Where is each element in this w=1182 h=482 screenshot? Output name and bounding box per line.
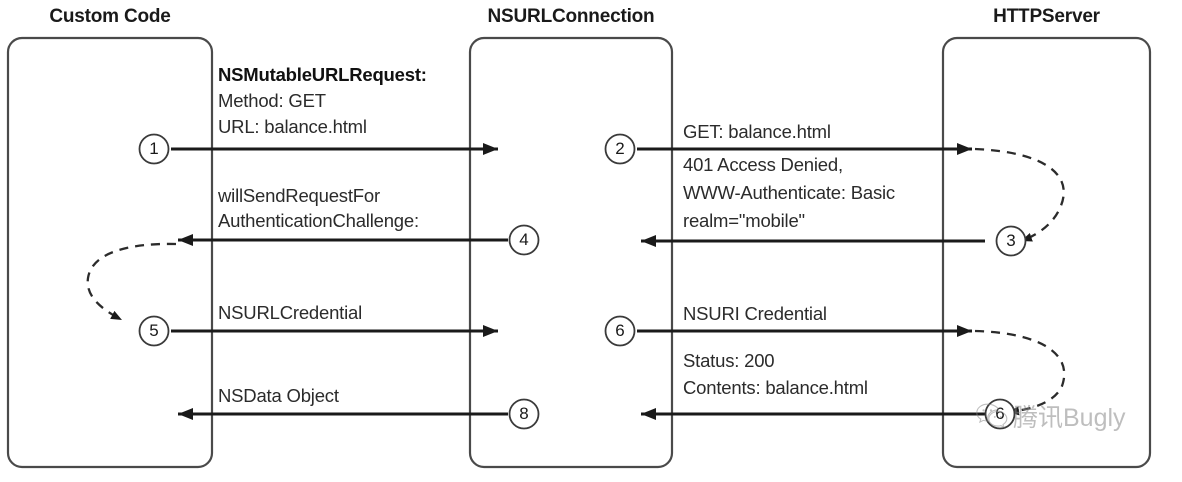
- step-marker-5-label: 5: [149, 321, 159, 340]
- message-8-line-1: NSData Object: [218, 385, 339, 406]
- step-marker-3-label: 3: [1006, 231, 1016, 250]
- message-3-line-3: realm="mobile": [683, 210, 805, 231]
- step-marker-4-label: 4: [519, 230, 529, 249]
- watermark-text: 腾讯Bugly: [1013, 404, 1126, 432]
- message-7-line-1: Status: 200: [683, 350, 775, 371]
- step-marker-3-circle: [995, 225, 1027, 257]
- step-marker-7-circle: [984, 398, 1016, 430]
- message-6-line-1: NSURI Credential: [683, 303, 827, 324]
- step-marker-2-label: 2: [615, 139, 625, 158]
- self-loop-server-process-request: [974, 329, 1066, 416]
- step-marker-6-label: 6: [615, 321, 625, 340]
- message-2-line-1: GET: balance.html: [683, 121, 831, 142]
- lane-box-nsurlconnection: [468, 36, 674, 469]
- lane-title-custom-code: Custom Code: [49, 6, 171, 27]
- lane-title-nsurlconnection: NSURLConnection: [487, 6, 655, 27]
- message-7-line-2: Contents: balance.html: [683, 377, 868, 398]
- wechat-icon: [976, 403, 1008, 429]
- self-loop-client-build-credential: [86, 242, 177, 322]
- self-loop-server-process-auth: [974, 147, 1065, 243]
- message-5-line-1: NSURLCredential: [218, 302, 363, 323]
- message-3-line-1: 401 Access Denied,: [683, 154, 843, 175]
- step-marker-8-circle: [508, 398, 540, 430]
- step-marker-2-circle: [604, 133, 636, 165]
- step-marker-4-circle: [508, 224, 540, 256]
- step-marker-5-circle: [138, 315, 170, 347]
- message-1-line-2: Method: GET: [218, 90, 326, 111]
- lane-box-httpserver: [941, 36, 1152, 469]
- step-marker-8-label: 8: [519, 404, 529, 423]
- message-4-line-2: AuthenticationChallenge:: [218, 210, 419, 231]
- message-1-line-1: NSMutableURLRequest:: [218, 64, 427, 85]
- step-marker-6-circle: [604, 315, 636, 347]
- watermark: 腾讯Bugly: [975, 398, 1126, 434]
- message-4-line-1: willSendRequestFor: [218, 185, 380, 206]
- step-marker-1-circle: [138, 133, 170, 165]
- step-marker-7-label: 6: [995, 404, 1005, 423]
- lane-title-httpserver: HTTPServer: [993, 6, 1100, 27]
- lane-box-custom-code: [6, 36, 214, 469]
- message-3-line-2: WWW-Authenticate: Basic: [683, 182, 895, 203]
- step-marker-1-label: 1: [149, 139, 159, 158]
- message-1-line-3: URL: balance.html: [218, 116, 367, 137]
